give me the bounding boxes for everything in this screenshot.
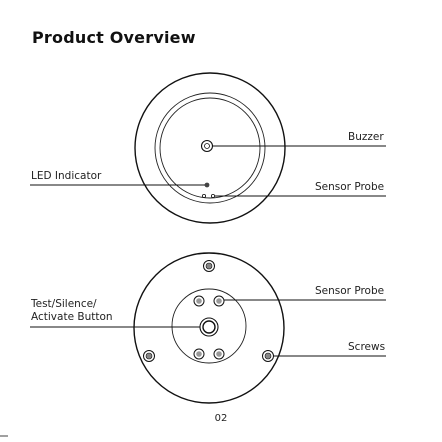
led-indicator <box>205 183 210 188</box>
sensor-probe-3 <box>194 349 204 359</box>
buzzer <box>202 141 213 152</box>
screw-right <box>263 351 274 362</box>
led-indicator-label: LED Indicator <box>31 170 101 182</box>
screw-top <box>204 261 215 272</box>
buzzer-label: Buzzer <box>348 131 384 143</box>
sensor-probe-bottom-label: Sensor Probe <box>315 285 384 297</box>
sensor-probe-top-label: Sensor Probe <box>315 181 384 193</box>
page-number: 02 <box>0 413 442 424</box>
test-silence-activate-button <box>200 318 218 336</box>
front-view <box>30 73 386 223</box>
screws-label: Screws <box>348 341 385 353</box>
screw-left <box>144 351 155 362</box>
sensor-probe-2 <box>214 296 224 306</box>
test-button-label-line2: Activate Button <box>31 311 113 323</box>
test-button-label-line1: Test/Silence/ <box>31 298 97 310</box>
back-view <box>30 253 386 403</box>
sensor-probe-1 <box>194 296 204 306</box>
sensor-probe-4 <box>214 349 224 359</box>
